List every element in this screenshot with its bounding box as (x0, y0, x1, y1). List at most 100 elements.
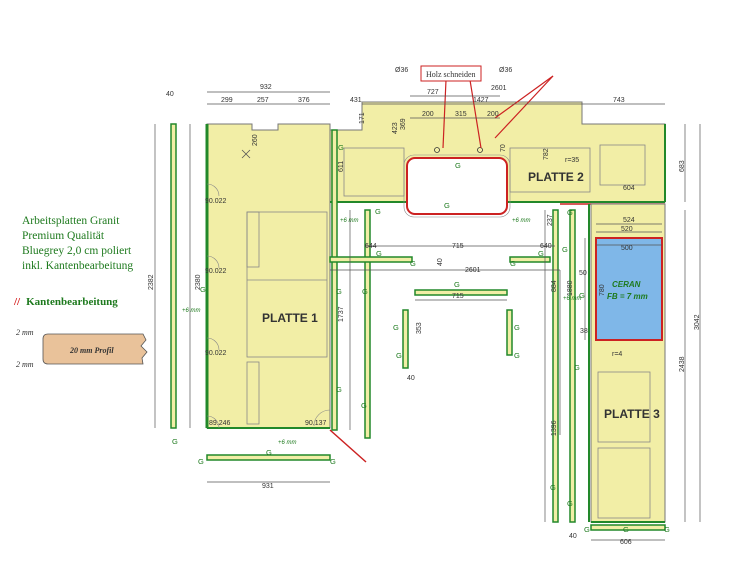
g-mark: G (338, 143, 344, 152)
angle-90-4: 90.137 (305, 420, 327, 427)
dim-884: 884 (551, 280, 558, 292)
g-mark: G (198, 457, 204, 466)
dim-2601-top: 2601 (491, 85, 507, 92)
sink-cutout (406, 157, 508, 215)
dim-782: 782 (543, 148, 550, 160)
ceran-fb-label: FB = 7 mm (607, 292, 648, 301)
tap-hole-right (477, 147, 483, 153)
dim-200-right: 200 (487, 111, 499, 118)
g-mark: G (361, 401, 367, 410)
g-mark: G (393, 323, 399, 332)
kanten-legend: // Kantenbearbeitung (14, 296, 118, 308)
g-mark: G (579, 291, 585, 300)
g-mark: G (362, 287, 368, 296)
g-mark: G (336, 287, 342, 296)
g-mark: G (200, 285, 206, 294)
ceran-label: CERAN (612, 280, 641, 289)
dim-315: 315 (455, 111, 467, 118)
g-mark: G (574, 363, 580, 372)
dim-70: 70 (500, 144, 507, 152)
dim-200-left: 200 (422, 111, 434, 118)
dim-2382: 2382 (148, 274, 155, 290)
g-mark: G (266, 448, 272, 457)
dim-40-middle: 40 (437, 258, 444, 266)
dim-40-bottom: 40 (569, 533, 577, 540)
profile-sample: 20 mm Profil (42, 333, 148, 365)
dim-611: 611 (338, 161, 345, 172)
profile-bottom-mm: 2 mm (16, 360, 34, 369)
g-mark: G (330, 457, 336, 466)
dim-606: 606 (620, 539, 632, 546)
g-mark: G (410, 259, 416, 268)
dim-r35: r=35 (565, 157, 579, 164)
g-mark: G (444, 201, 450, 210)
dim-743: 743 (613, 97, 625, 104)
g-mark: G (455, 161, 461, 170)
kanten-mark-icon: // (14, 296, 21, 308)
angle-90-3: 90.022 (205, 350, 227, 357)
ceran-cutout (595, 237, 663, 341)
angle-89: 89.246 (209, 420, 231, 427)
g-mark: G (454, 280, 460, 289)
dim-520: 520 (621, 226, 633, 233)
dim-2601-bottom: 2601 (465, 267, 481, 274)
dim-2438: 2438 (679, 356, 686, 372)
material-legend: Arbeitsplatten Granit Premium Qualität B… (22, 214, 133, 274)
angle-90-2: 90.022 (205, 268, 227, 275)
dim-40-top: 40 (166, 91, 174, 98)
legend-line: Bluegrey 2,0 cm poliert (22, 245, 132, 257)
dimension-lines (154, 91, 701, 541)
dim-257: 257 (257, 97, 269, 104)
dim-683: 683 (679, 160, 686, 172)
dim-dia36-right: Ø36 (499, 67, 512, 74)
plate-1-label: PLATTE 1 (262, 311, 318, 325)
dim-780: 780 (599, 284, 606, 296)
holz-callout-text: Holz schneiden (426, 70, 476, 79)
profile-label: 20 mm Profil (69, 346, 114, 355)
g-mark: G (584, 525, 590, 534)
dim-931: 931 (262, 483, 274, 490)
profile-top-mm: 2 mm (16, 328, 34, 337)
g-mark: G (172, 437, 178, 446)
dim-1737: 1737 (338, 306, 345, 322)
dim-524: 524 (623, 217, 635, 224)
g-mark: G (510, 259, 516, 268)
g-mark: G (538, 249, 544, 258)
g-mark: G (623, 525, 629, 534)
edge-strips (170, 123, 666, 531)
dim-237: 237 (547, 214, 554, 226)
legend-line: Premium Qualität (22, 230, 105, 242)
dim-431: 431 (350, 97, 362, 104)
dim-376: 376 (298, 97, 310, 104)
legend-line: Arbeitsplatten Granit (22, 215, 120, 227)
dim-171: 171 (359, 112, 366, 124)
g-mark: G (336, 385, 342, 394)
dim-727: 727 (427, 89, 439, 96)
plus-6mm-mark: +6 mm (278, 440, 297, 446)
dim-1427: 1427 (473, 97, 489, 104)
legend-line: inkl. Kantenbearbeitung (22, 260, 134, 272)
kanten-label: Kantenbearbeitung (26, 296, 118, 308)
g-mark: G (562, 245, 568, 254)
dim-38: 38 (580, 328, 588, 335)
dim-640: 640 (540, 243, 552, 250)
plate-3-label: PLATTE 3 (604, 407, 660, 421)
g-mark: G (375, 207, 381, 216)
plus-6mm-mark: +6 mm (563, 296, 582, 302)
dim-40-lower: 40 (407, 375, 415, 382)
g-mark: G (514, 351, 520, 360)
g-mark: G (664, 525, 670, 534)
dim-604: 604 (623, 185, 635, 192)
g-mark: G (567, 499, 573, 508)
g-mark: G (396, 351, 402, 360)
dim-1880: 1880 (567, 280, 574, 296)
g-mark: G (550, 483, 556, 492)
holz-callout-box (420, 65, 482, 82)
dim-299: 299 (221, 97, 233, 104)
dim-644: 644 (365, 243, 377, 250)
angle-90-1: 90.022 (205, 198, 227, 205)
plus-6mm-mark: +6 mm (182, 308, 201, 314)
dim-500: 500 (621, 245, 633, 252)
dim-715-upper: 715 (452, 243, 464, 250)
tap-hole-left (434, 147, 440, 153)
